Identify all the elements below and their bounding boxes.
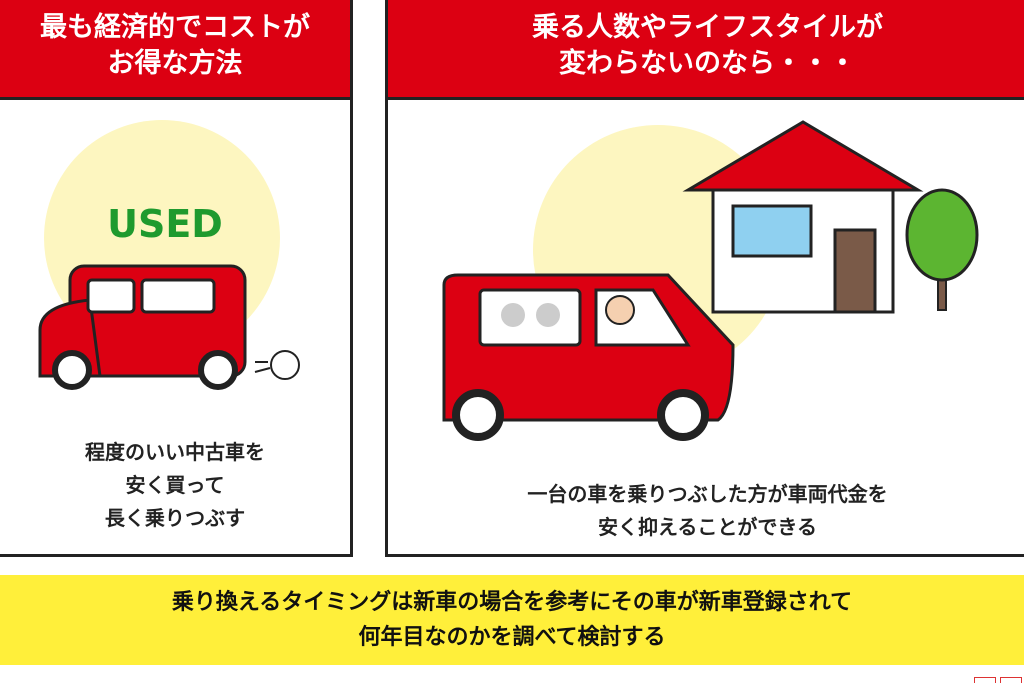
right-panel: 乗る人数やライフスタイルが 変わらないのなら・・・ 一台の車を乗りつぶした方が車…	[385, 0, 1024, 557]
caption-line: 安く買って	[125, 473, 225, 497]
house-window	[731, 204, 813, 258]
left-panel-header: 最も経済的でコストが お得な方法	[0, 0, 350, 100]
right-title-line: 変わらないのなら・・・	[559, 48, 856, 79]
caption-line: 安く抑えることができる	[598, 515, 817, 539]
wheel	[198, 350, 238, 390]
left-title-line: お得な方法	[107, 48, 243, 79]
car-window	[140, 278, 216, 314]
family-car-house-illustration	[442, 120, 979, 441]
corner-mark-icon	[974, 677, 996, 683]
driver	[605, 295, 635, 325]
footer-band: 乗り換えるタイミングは新車の場合を参考にその車が新車登録されて 何年目なのかを調…	[0, 575, 1024, 665]
tree	[905, 188, 979, 282]
left-caption: 程度のいい中古車を 安く買って 長く乗りつぶす	[0, 436, 350, 535]
exhaust-cloud-icon	[270, 350, 300, 380]
house-door	[833, 228, 877, 314]
caption-line: 長く乗りつぶす	[104, 506, 246, 530]
wheel	[52, 350, 92, 390]
wheel	[452, 389, 504, 441]
car-window	[478, 288, 582, 347]
right-title-line: 乗る人数やライフスタイルが	[532, 12, 883, 43]
footer-line: 何年目なのかを調べて検討する	[358, 625, 666, 650]
left-panel: 最も経済的でコストが お得な方法 USED 程度のいい中古車を 安く買って 長く…	[0, 0, 353, 557]
house-roof	[682, 120, 924, 192]
used-car-illustration	[38, 120, 300, 390]
right-caption: 一台の車を乗りつぶした方が車両代金を 安く抑えることができる	[388, 478, 1024, 544]
caption-line: 程度のいい中古車を	[85, 440, 265, 464]
caption-line: 一台の車を乗りつぶした方が車両代金を	[527, 482, 888, 506]
footer-line: 乗り換えるタイミングは新車の場合を参考にその車が新車登録されて	[171, 590, 853, 615]
used-badge: USED	[107, 202, 223, 246]
wheel	[657, 389, 709, 441]
left-title-line: 最も経済的でコストが	[40, 12, 310, 43]
right-panel-header: 乗る人数やライフスタイルが 変わらないのなら・・・	[388, 0, 1024, 100]
car-window	[86, 278, 136, 314]
corner-mark-icon	[1000, 677, 1022, 683]
